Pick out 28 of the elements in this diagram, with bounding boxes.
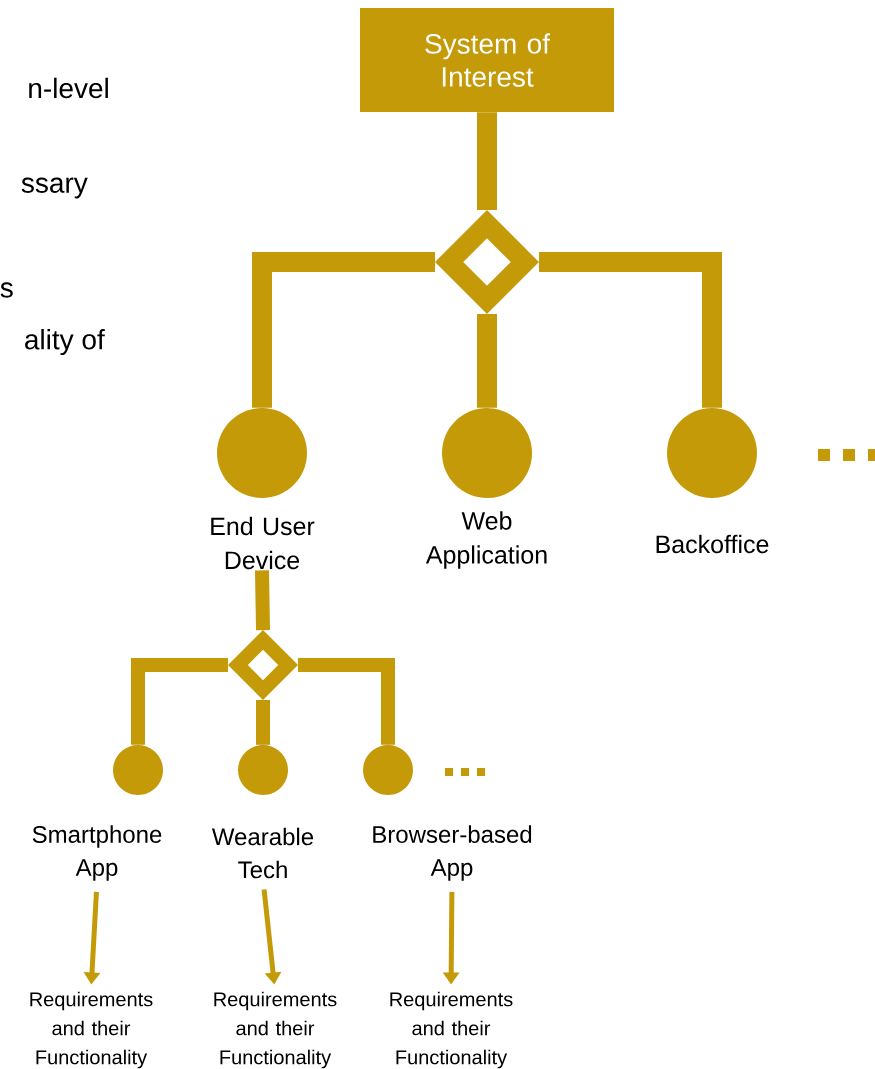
node-label: Browser-based App [373, 825, 532, 881]
connector [477, 314, 497, 408]
circle [238, 745, 288, 795]
node-label: End User Device [211, 516, 315, 570]
text-fragment: ality of [25, 328, 105, 356]
text-fragment: ssary [21, 177, 88, 199]
circle [113, 745, 163, 795]
text-fragment: n-level [29, 77, 108, 99]
connector [252, 252, 435, 408]
requirements-text: Requirements and their Functionality [390, 991, 513, 1069]
connector [256, 700, 270, 745]
circle [667, 408, 757, 498]
node-label: Web Application [425, 511, 547, 569]
requirements-text: Requirements and their Functionality [214, 991, 337, 1069]
node-label: Smartphone App [32, 825, 162, 881]
text-fragment: s [0, 282, 13, 298]
title-box: System of Interest [360, 8, 614, 112]
connector [477, 112, 497, 210]
circle [217, 408, 307, 498]
connector [298, 658, 395, 745]
circle [363, 745, 413, 795]
connector [255, 570, 270, 631]
circle [442, 408, 532, 498]
connector [539, 252, 722, 408]
node-label: Backoffice [656, 534, 769, 554]
connector [131, 658, 228, 745]
requirements-text: Requirements and their Functionality [30, 991, 153, 1069]
node-label: Wearable Tech [211, 827, 314, 879]
